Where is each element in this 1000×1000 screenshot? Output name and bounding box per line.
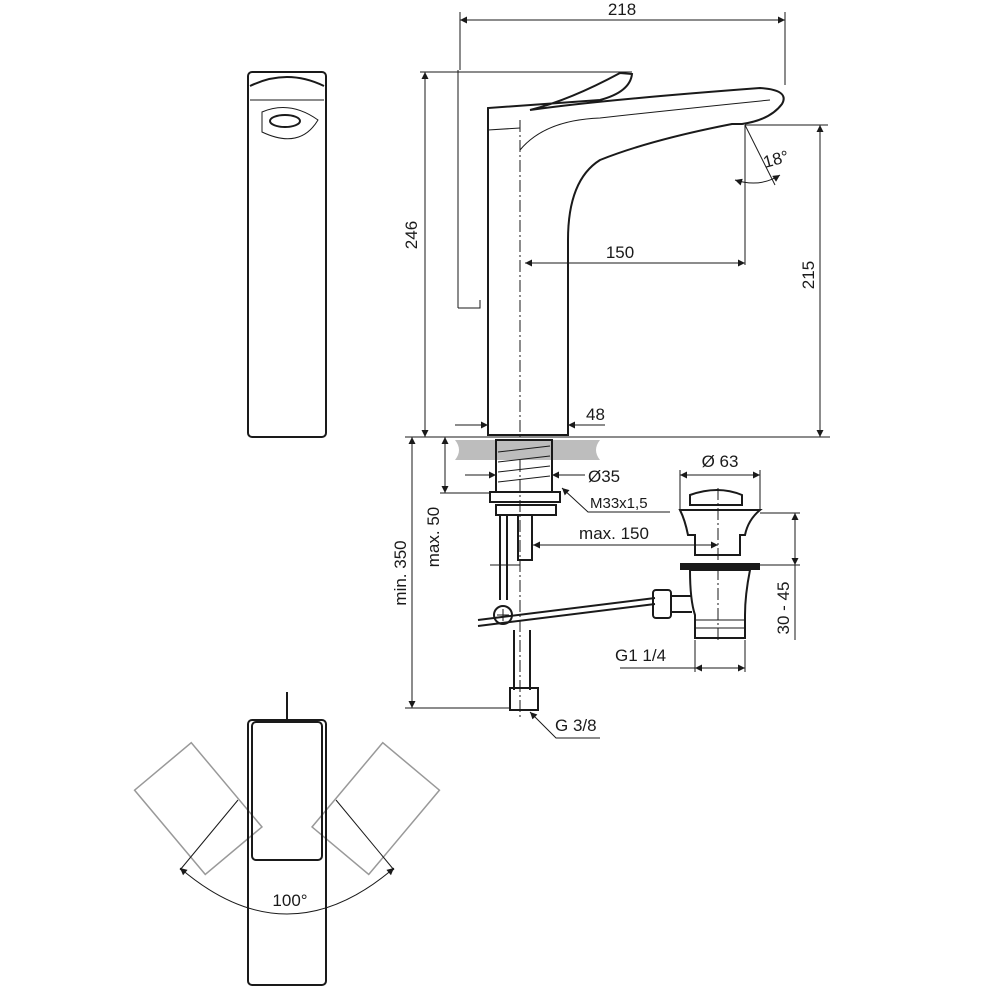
dim-shank-diameter: Ø35 (588, 467, 620, 486)
front-view (405, 70, 830, 720)
dim-thread: M33x1,5 (590, 495, 648, 512)
dim-supply-thread: G 3/8 (555, 716, 597, 735)
dim-spray-angle: 18° (761, 147, 791, 172)
dim-waste-thread: G1 1/4 (615, 646, 666, 665)
dimension-lines (405, 12, 828, 739)
dim-waste-range: 30 - 45 (774, 582, 793, 635)
dim-waste-diameter: Ø 63 (702, 452, 739, 471)
dim-body-width: 48 (586, 405, 605, 424)
side-view (247, 71, 327, 438)
dim-height-total: 246 (402, 221, 421, 249)
dim-width-total: 218 (608, 0, 636, 19)
dim-min-height: min. 350 (391, 540, 410, 605)
dim-max-waste-distance: max. 150 (579, 524, 649, 543)
dim-max-deck: max. 50 (424, 507, 443, 567)
dim-lever-angle: 100° (272, 891, 307, 910)
dim-spout-reach: 150 (606, 243, 634, 262)
top-view (133, 692, 441, 986)
dim-spout-height: 215 (799, 261, 818, 289)
